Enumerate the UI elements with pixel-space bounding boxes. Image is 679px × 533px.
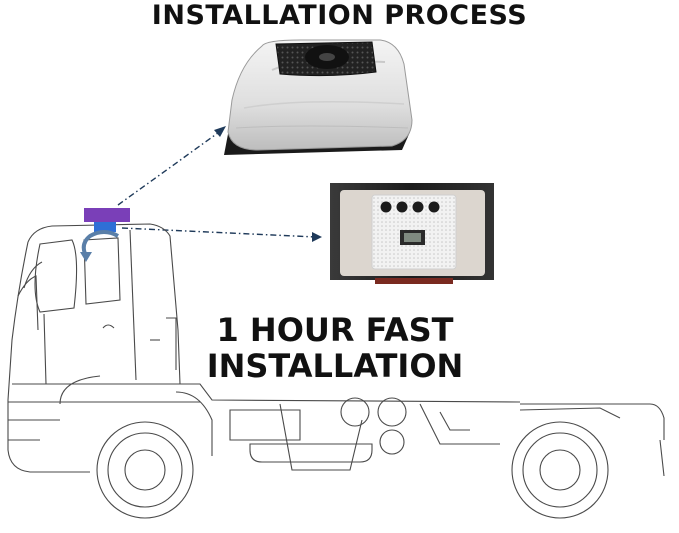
leader-lines	[117, 129, 317, 238]
caption-line-2: INSTALLATION	[206, 347, 464, 385]
control-panel-marker	[94, 222, 116, 232]
arrowhead-right-icon	[312, 232, 322, 242]
caption-line-1: 1 HOUR FAST	[216, 311, 454, 349]
curved-arrow-icon	[80, 230, 119, 262]
rooftop-ac-unit-icon	[224, 39, 413, 155]
page-title: INSTALLATION PROCESS	[151, 0, 528, 31]
installation-caption: 1 HOUR FAST INSTALLATION	[170, 312, 500, 384]
truck-line-drawing-icon	[7, 223, 665, 519]
roof-unit-marker	[84, 208, 130, 222]
arrowhead-up-icon	[214, 126, 226, 137]
cab-control-panel-icon	[330, 183, 494, 284]
